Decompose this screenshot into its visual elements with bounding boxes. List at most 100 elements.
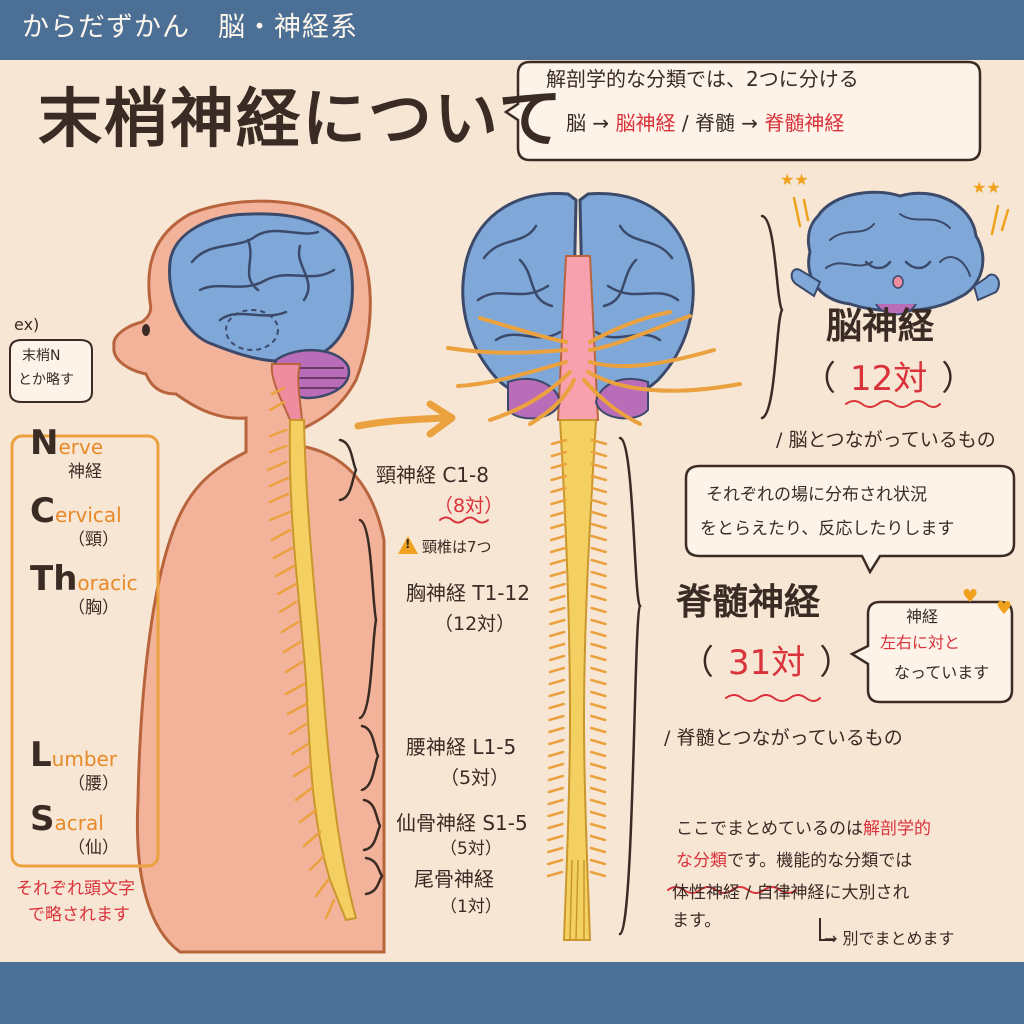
function-bubble bbox=[684, 464, 1016, 575]
footer-line4: ます。 bbox=[672, 911, 722, 931]
front-nerve-tick bbox=[590, 462, 608, 470]
sparkle-icon-left: ★★ bbox=[780, 170, 809, 189]
letter-row: Thoracic（胸） bbox=[30, 559, 138, 619]
footer-l1b: 解剖学的 bbox=[863, 819, 931, 839]
front-nerve-tick bbox=[590, 642, 607, 650]
abbrev-note-line2: で略されます bbox=[28, 905, 130, 925]
front-nerve-tick bbox=[549, 594, 566, 602]
front-nerve-tick bbox=[589, 726, 607, 734]
spinal-count-row: （31対） bbox=[680, 643, 853, 683]
front-nerve-tick bbox=[590, 450, 608, 458]
front-nerve-tick bbox=[549, 582, 566, 590]
pair-note-line3: なっています bbox=[894, 663, 990, 682]
footer-line2: な分類です。機能的な分類では bbox=[676, 851, 912, 872]
front-nerve-tick bbox=[547, 786, 565, 794]
footer-band bbox=[0, 962, 1024, 1024]
character-right-hand bbox=[972, 273, 1000, 302]
side-brain bbox=[168, 212, 354, 363]
footer-l3a: 体性神経 bbox=[672, 883, 740, 903]
front-nerve-tick bbox=[547, 834, 564, 842]
front-nerve-tick bbox=[550, 474, 567, 482]
front-nerve-tick bbox=[549, 618, 566, 626]
character-brain bbox=[806, 190, 985, 313]
front-nerve-tick bbox=[590, 474, 608, 482]
front-nerve-tick bbox=[549, 534, 567, 542]
letter-row: Sacral（仙） bbox=[30, 799, 119, 859]
cervical-count: （8対） bbox=[434, 495, 504, 517]
heart-icon-1: ♥ bbox=[962, 586, 979, 607]
front-nerve-tick bbox=[590, 498, 608, 506]
ex-line2: とか略す bbox=[18, 372, 74, 388]
letter-initial: C bbox=[30, 491, 55, 531]
letter-rest: acral bbox=[54, 811, 104, 835]
front-nerve-tick bbox=[546, 870, 564, 878]
front-nerve-tick bbox=[590, 486, 608, 494]
lumbar-count: （5対） bbox=[440, 767, 510, 789]
front-nerve-tick bbox=[548, 738, 565, 746]
front-nerve-tick bbox=[546, 858, 564, 866]
front-nerve-tick bbox=[547, 762, 565, 770]
anatomy-cranial: 脳神経 bbox=[615, 111, 676, 135]
cervical-name: 頸神経 C1-8 bbox=[376, 463, 489, 487]
front-nerve-tick bbox=[549, 630, 566, 638]
cranial-title: 脳神経 bbox=[826, 306, 935, 347]
letter-row: Lumber（腰） bbox=[30, 735, 119, 795]
footer-arrow bbox=[819, 918, 834, 941]
sparkle-icon-right: ★★ bbox=[972, 178, 1001, 197]
ex-bubble bbox=[9, 339, 93, 403]
function-bubble-line1: それぞれの場に分布され状況 bbox=[706, 485, 927, 505]
front-nerve-tick bbox=[548, 666, 566, 674]
front-nerve-tick bbox=[589, 738, 607, 746]
front-nerve-tick bbox=[548, 702, 565, 710]
footer-line1: ここでまとめているのは解剖学的 bbox=[676, 819, 931, 840]
front-nerve-tick bbox=[590, 678, 607, 686]
top-note-bubble bbox=[503, 60, 982, 162]
front-nerve-tick bbox=[549, 570, 567, 578]
brain-character bbox=[790, 190, 1010, 316]
front-nerve-tick bbox=[589, 762, 607, 770]
front-nerve-ticks bbox=[546, 438, 608, 878]
section-brackets-left bbox=[338, 438, 384, 896]
pair-note-line2: 左右に対と bbox=[880, 633, 961, 652]
front-nerve-tick bbox=[550, 486, 567, 494]
letter-initial: L bbox=[30, 735, 52, 775]
footer-l3b: / bbox=[740, 883, 757, 903]
footer-l2a: な分類 bbox=[676, 851, 727, 871]
cranial-desc: / 脳とつながっているもの bbox=[776, 429, 996, 451]
warning-text: 頸椎は7つ bbox=[422, 538, 492, 556]
section-brackets-center bbox=[618, 214, 784, 936]
front-nerve-tick bbox=[550, 510, 567, 518]
letter-jp: （頸） bbox=[68, 530, 119, 551]
character-stem bbox=[875, 303, 917, 316]
front-nerve-tick bbox=[590, 582, 607, 590]
eye bbox=[142, 324, 150, 336]
character-eyes bbox=[864, 260, 932, 270]
footer-l1a: ここでまとめているのは bbox=[676, 819, 863, 839]
thoracic-count: （12対） bbox=[434, 613, 516, 635]
cranial-paren-close: ） bbox=[941, 359, 976, 399]
front-nerve-tick bbox=[590, 438, 608, 446]
cranial-count-row: （12対） bbox=[802, 359, 976, 399]
footer-l3d: に大別され bbox=[824, 883, 910, 903]
footer-l3c: 自律神経 bbox=[756, 883, 825, 903]
front-nerve-tick bbox=[589, 798, 607, 806]
ex-label: ex) bbox=[14, 315, 40, 334]
front-nerve-tick bbox=[590, 522, 608, 530]
side-spinal-cord bbox=[288, 419, 358, 922]
front-nerve-tick bbox=[550, 462, 568, 470]
heart-icon-2: ♥ bbox=[996, 598, 1013, 619]
side-brain-folds bbox=[190, 229, 336, 322]
front-nerve-tick bbox=[590, 594, 607, 602]
front-nerve-tick bbox=[590, 630, 607, 638]
front-nerve-tick bbox=[590, 570, 607, 578]
cranial-paren-open: （ bbox=[802, 359, 836, 399]
front-nerve-tick bbox=[548, 714, 565, 722]
front-brain-folds bbox=[476, 224, 680, 342]
front-nerve-tick bbox=[589, 858, 607, 866]
letter-jp: 神経 bbox=[68, 462, 102, 483]
letter-rest: oracic bbox=[77, 571, 138, 595]
left-hemisphere bbox=[461, 192, 578, 399]
anatomy-brain: 脳 → bbox=[566, 111, 616, 135]
front-nerve-tick bbox=[590, 510, 608, 518]
